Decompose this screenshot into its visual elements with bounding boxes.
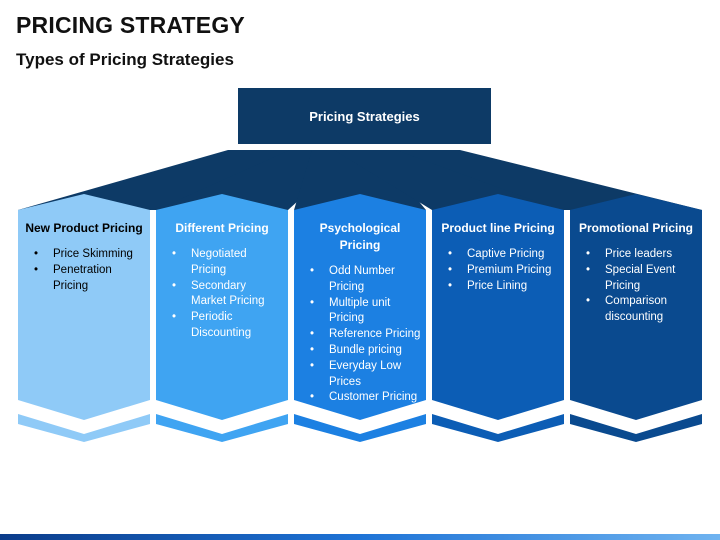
column-chevron	[432, 414, 564, 442]
column-cap	[432, 194, 564, 210]
column-new-product-pricing: New Product Pricing Price Skimming Penet…	[18, 212, 150, 400]
column-title: Product line Pricing	[441, 221, 555, 235]
list-item: Captive Pricing	[446, 247, 560, 263]
list-item: Price Lining	[446, 279, 560, 295]
list-item: Bundle pricing	[308, 343, 422, 359]
list-item: Special Event Pricing	[584, 263, 698, 295]
column-cap	[294, 194, 426, 210]
column-product-line-pricing: Product line Pricing Captive Pricing Pre…	[432, 212, 564, 400]
column-list: Captive Pricing Premium Pricing Price Li…	[432, 247, 564, 294]
list-item: Comparison discounting	[584, 294, 698, 326]
column-title: New Product Pricing	[25, 221, 143, 235]
list-item: Price Skimming	[32, 247, 146, 263]
list-item: Secondary Market Pricing	[170, 279, 284, 311]
column-cap	[18, 194, 150, 210]
column-chevron	[18, 414, 150, 442]
column-chevron	[570, 414, 702, 442]
list-item: Periodic Discounting	[170, 310, 284, 342]
root-node: Pricing Strategies	[238, 88, 491, 144]
root-node-label: Pricing Strategies	[309, 108, 420, 124]
column-psychological-pricing: Psychological Pricing Odd Number Pricing…	[294, 212, 426, 406]
list-item: Negotiated Pricing	[170, 247, 284, 279]
column-title: Promotional Pricing	[578, 221, 693, 235]
column-title: Different Pricing	[175, 221, 269, 235]
column-list: Negotiated Pricing Secondary Market Pric…	[156, 247, 288, 342]
list-item: Everyday Low Prices	[308, 359, 422, 391]
column-promotional-pricing: Promotional Pricing Price leaders Specia…	[570, 212, 702, 400]
list-item: Odd Number Pricing	[308, 264, 422, 296]
connector-band	[396, 150, 702, 210]
column-different-pricing: Different Pricing Negotiated Pricing Sec…	[156, 212, 288, 400]
column-list: Odd Number Pricing Multiple unit Pricing…	[294, 264, 426, 406]
column-list: Price leaders Special Event Pricing Comp…	[570, 247, 702, 326]
page-title: PRICING STRATEGY	[16, 12, 245, 38]
list-item: Reference Pricing	[308, 327, 422, 343]
column-title: Psychological Pricing	[319, 221, 401, 252]
page-subtitle: Types of Pricing Strategies	[16, 50, 234, 69]
column-list: Price Skimming Penetration Pricing	[18, 247, 150, 294]
connector-band	[294, 150, 426, 210]
list-item: Price leaders	[584, 247, 698, 263]
column-cap	[156, 194, 288, 210]
column-chevron	[294, 414, 426, 442]
list-item: Penetration Pricing	[32, 263, 146, 295]
list-item: Multiple unit Pricing	[308, 296, 422, 328]
list-item: Premium Pricing	[446, 263, 560, 279]
bottom-accent-bar	[0, 534, 720, 540]
column-chevron	[156, 414, 288, 442]
connector-band	[334, 150, 564, 210]
list-item: Customer Pricing	[308, 390, 422, 406]
column-cap	[570, 194, 702, 210]
